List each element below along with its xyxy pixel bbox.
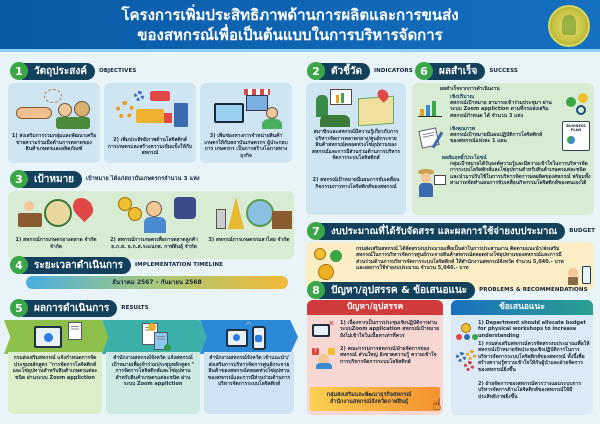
section-timeline-title: 4 ระยะเวลาดำเนินการ IMPLEMENTATION TIMEL… bbox=[10, 256, 223, 274]
officer-phone-icon bbox=[568, 266, 592, 286]
growth-chart-icon bbox=[418, 95, 442, 117]
laptop-zoom-icon bbox=[34, 326, 62, 348]
section-indicators-header: 2 ตัวชี้วัด INDICATORS bbox=[307, 62, 413, 80]
section-targets-header: 3 เป้าหมาย เป้าหมาย ได้แก่สถาบันเกษตรกรจ… bbox=[10, 170, 200, 188]
section-success-header: 6 ผลสำเร็จ SUCCESS bbox=[415, 62, 518, 80]
money-analytics-icon bbox=[564, 93, 590, 117]
section-budget-header: 7 งบประมาณที่ได้รับจัดสรร และผลการใช้จ่า… bbox=[307, 222, 595, 240]
problems-heading: ปัญหา/อุปสรรค bbox=[307, 300, 443, 315]
result-step-3-arrow: ◠ bbox=[200, 320, 298, 354]
document-icon bbox=[68, 322, 82, 340]
money-loan-icon bbox=[118, 195, 196, 233]
department-seal-logo bbox=[548, 5, 590, 47]
result-step-1-arrow bbox=[4, 320, 110, 354]
section-objectives-header: 1 วัตถุประสงค์ OBJECTIVES bbox=[10, 62, 136, 80]
recommendations-heading: ข้อเสนอแนะ bbox=[451, 300, 593, 315]
farm-location-icon bbox=[18, 193, 98, 233]
result-step-2-arrow bbox=[102, 320, 208, 354]
laptop-error-icon: ✕ bbox=[312, 319, 335, 338]
handshake-farmers-icon bbox=[16, 89, 92, 129]
checklist-pen-icon bbox=[418, 127, 444, 149]
laptop-zoom-icon bbox=[226, 329, 248, 347]
business-plan-icon: BUSINESS PLAN bbox=[562, 121, 590, 151]
objective-card-1: 1) ส่งเสริมการรวมกลุ่มและพัฒนาเครือข่ายค… bbox=[8, 83, 100, 163]
objective-card-3: 3) เพิ่มช่องทางการจำหน่ายสินค้าเกษตรให้ก… bbox=[200, 83, 292, 163]
confused-person-icon: ? bbox=[312, 348, 336, 369]
presentation-map-icon bbox=[316, 87, 396, 127]
page-title: โครงการเพิ่มประสิทธิภาพด้านการผลิตและการ… bbox=[121, 6, 459, 44]
result-step-2-card: สำนักงานสหกรณ์จังหวัด แจ้งสหกรณ์เป้าหมาย… bbox=[106, 352, 200, 414]
gears-icon bbox=[456, 350, 478, 372]
targets-panel: 1) สหกรณ์การเกษตรยางตลาด จำกัด จำกัด 2) … bbox=[8, 191, 294, 259]
temple-landscape-icon bbox=[214, 195, 292, 233]
objective-card-2: 2) เพิ่มประสิทธิภาพด้านโลจิสติกส์การเกษต… bbox=[104, 83, 196, 163]
indicators-card: สมาชิกและสหกรณ์มีความรู้เกี่ยวกับการบริห… bbox=[306, 83, 406, 215]
online-shop-icon bbox=[208, 89, 284, 129]
timeline-bar: ธันวาคม 2567 – กันยายน 2568 bbox=[26, 276, 288, 289]
logistics-trucks-icon bbox=[112, 89, 188, 129]
page-header: โครงการเพิ่มประสิทธิภาพด้านการผลิตและการ… bbox=[0, 0, 600, 52]
pointing-hand-icon: ☝ bbox=[432, 395, 442, 414]
coins-icon bbox=[314, 248, 354, 284]
budget-people-icon bbox=[456, 323, 478, 343]
section-problems-header: 8 ปัญหา/อุปสรรค & ข้อเสนอแนะ PROBLEMS & … bbox=[307, 281, 588, 299]
farmer-presentation-icon bbox=[416, 169, 446, 199]
result-step-3-card: สำนักงานสหกรณ์จังหวัด เข้าแนะนำ/ส่งเสริม… bbox=[204, 352, 294, 414]
success-card: ผลสำเร็จจากการดำเนินงาน เชิงปริมาณ สหกรณ… bbox=[412, 83, 594, 215]
wifi-icon: ◠ bbox=[246, 321, 252, 328]
office-footer-banner: กลุ่มส่งเสริมและพัฒนาธุรกิจสหกรณ์ สำนักง… bbox=[310, 387, 440, 411]
phone-zoom-icon bbox=[252, 326, 266, 350]
section-results-header: 5 ผลการดำเนินการ RESULTS bbox=[10, 299, 149, 317]
result-step-1-card: กรมส่งเสริมสหกรณ์ แจ้งกำหนดการจัดประชุมห… bbox=[8, 352, 102, 414]
